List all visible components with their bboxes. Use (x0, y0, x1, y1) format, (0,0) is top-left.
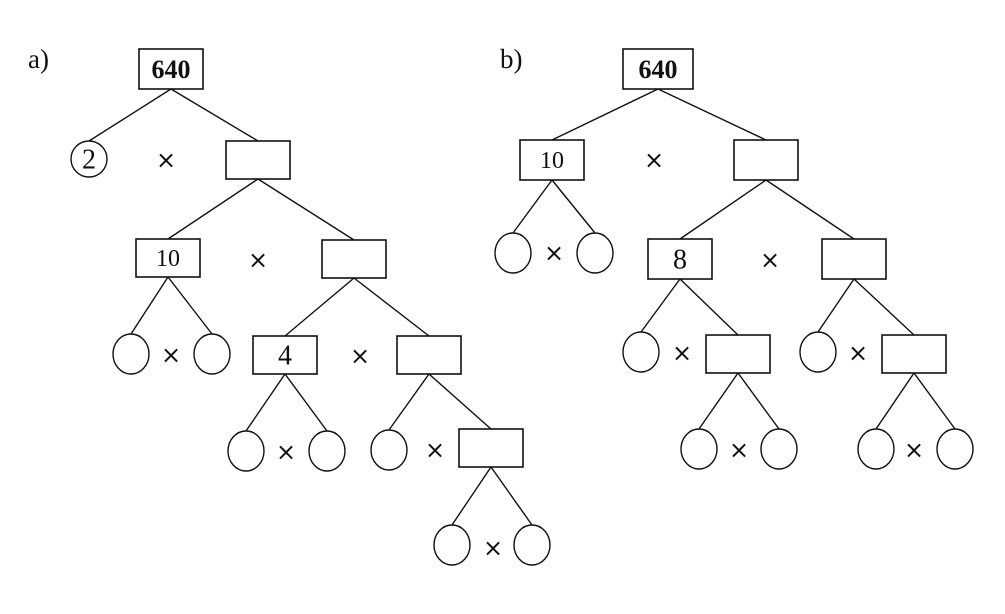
tree-edge (170, 88, 259, 142)
tree-edge (284, 277, 355, 337)
tree-edge (640, 278, 681, 333)
prime-circle-blank[interactable] (622, 331, 660, 373)
tree-edge (284, 373, 328, 432)
times-sign: × (276, 438, 296, 466)
tree-edge (657, 88, 767, 141)
node-value: 8 (673, 245, 687, 276)
times-sign: × (425, 436, 445, 464)
factor-box-blank[interactable] (881, 334, 947, 374)
prime-circle-blank[interactable] (857, 428, 895, 470)
tree-edge (679, 278, 739, 336)
prime-circle-blank[interactable] (760, 428, 798, 470)
times-sign: × (904, 436, 924, 464)
tree-edge (130, 276, 169, 335)
node-value: 4 (278, 341, 292, 372)
tree-edge (451, 466, 492, 526)
prime-circle-blank[interactable] (513, 524, 551, 566)
times-sign: × (672, 339, 692, 367)
tree-edge (88, 88, 172, 142)
tree-edge (353, 277, 430, 337)
tree-edge (257, 178, 355, 241)
times-sign: × (729, 436, 749, 464)
node-value: 10 (540, 148, 564, 174)
times-sign: × (644, 146, 664, 174)
times-sign: × (544, 239, 564, 267)
prime-circle (70, 140, 108, 178)
tree-edge (167, 178, 259, 240)
factor-box (647, 238, 713, 280)
factor-box-blank[interactable] (821, 238, 887, 280)
prime-circle-blank[interactable] (227, 430, 265, 472)
node-value: 640 (639, 55, 678, 84)
prime-circle-blank[interactable] (680, 428, 718, 470)
tree-edge (245, 373, 286, 432)
tree-edge (817, 278, 855, 333)
tree-edge (698, 372, 739, 430)
tree-edge (490, 466, 533, 526)
tree-edge (765, 179, 855, 240)
times-sign: × (760, 246, 780, 274)
times-sign: × (156, 146, 176, 174)
prime-circle-blank[interactable] (494, 232, 532, 274)
factor-box (622, 48, 694, 90)
tree-edge (679, 179, 767, 240)
tree-edge (737, 372, 780, 430)
factor-tree-a: a) 640 2 10 4 × × × × × × × (28, 44, 551, 566)
times-sign: × (848, 339, 868, 367)
times-sign: × (248, 246, 268, 274)
tree-edge (913, 372, 956, 430)
times-sign: × (350, 342, 370, 370)
factor-box-blank[interactable] (705, 334, 771, 374)
tree-edge (551, 88, 659, 141)
node-value: 2 (82, 145, 96, 176)
tree-edge (853, 278, 915, 336)
tree-edge (428, 373, 492, 430)
prime-circle-blank[interactable] (370, 429, 408, 471)
factor-box-blank[interactable] (733, 139, 799, 181)
prime-circle-blank[interactable] (308, 430, 346, 472)
prime-circle-blank[interactable] (433, 524, 471, 566)
prime-circle-blank[interactable] (112, 333, 150, 375)
factor-tree-b: b) 640 10 8 × × × × × × × (494, 44, 974, 470)
prime-circle-blank[interactable] (936, 428, 974, 470)
tree-edge (551, 179, 596, 234)
factor-box (252, 335, 318, 375)
tree-edge (388, 373, 430, 431)
factor-box (138, 48, 204, 90)
prime-circle-blank[interactable] (576, 232, 614, 274)
factor-box (519, 139, 585, 181)
tree-edge (875, 372, 915, 430)
node-value: 10 (156, 246, 180, 272)
diagram-label-a: a) (28, 44, 49, 74)
factor-box-blank[interactable] (321, 239, 387, 279)
factor-box (135, 238, 201, 278)
factor-box-blank[interactable] (396, 335, 462, 375)
diagram-label-b: b) (500, 44, 523, 74)
prime-circle-blank[interactable] (799, 331, 837, 373)
tree-edge (167, 276, 213, 335)
times-sign: × (483, 534, 503, 562)
tree-edge (512, 179, 553, 234)
times-sign: × (161, 341, 181, 369)
node-value: 640 (152, 55, 191, 84)
prime-circle-blank[interactable] (193, 333, 231, 375)
factor-box-blank[interactable] (458, 428, 524, 468)
factor-box-blank[interactable] (225, 140, 291, 180)
